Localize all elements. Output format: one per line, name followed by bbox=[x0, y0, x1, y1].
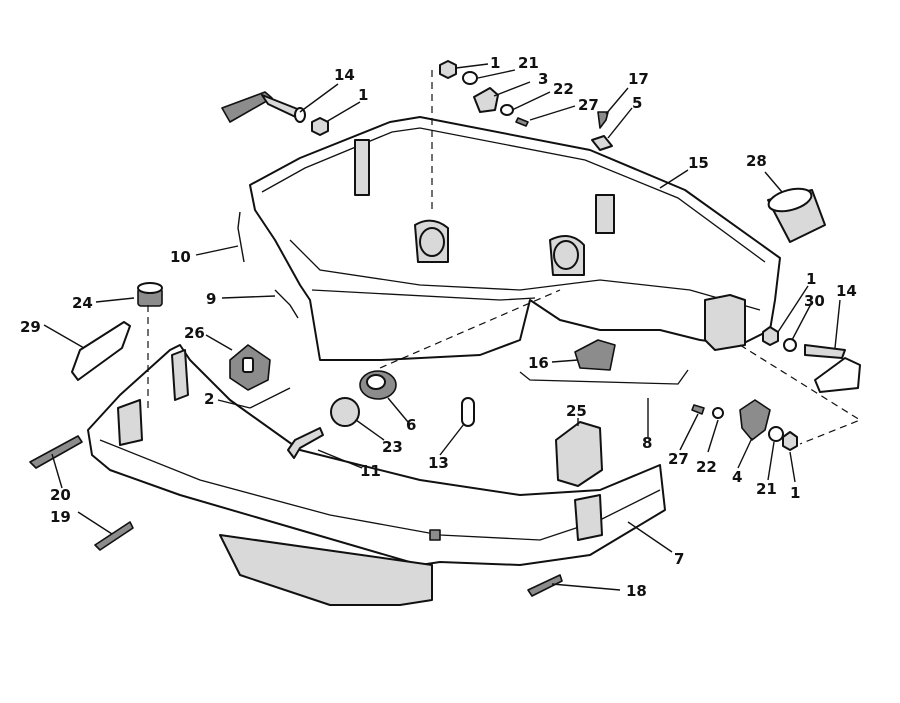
callout-21a: 21 bbox=[518, 54, 539, 72]
callout-1d: 1 bbox=[790, 484, 800, 502]
latch-25 bbox=[555, 421, 603, 487]
screw-27a bbox=[515, 117, 529, 127]
callout-3: 3 bbox=[538, 70, 548, 88]
bracket-5 bbox=[591, 135, 613, 151]
grommet-26 bbox=[229, 344, 271, 391]
washer-22b bbox=[712, 407, 724, 419]
leader-lines bbox=[43, 63, 841, 591]
callout-14b: 14 bbox=[836, 282, 857, 300]
callout-1a: 1 bbox=[358, 86, 368, 104]
callout-1c: 1 bbox=[806, 270, 816, 288]
callout-25: 25 bbox=[566, 402, 587, 420]
rod-8 bbox=[519, 369, 689, 385]
callout-15: 15 bbox=[688, 154, 709, 172]
callout-16: 16 bbox=[528, 354, 549, 372]
callout-13: 13 bbox=[428, 454, 449, 472]
pad-16 bbox=[574, 339, 616, 371]
callout-28: 28 bbox=[746, 152, 767, 170]
lower-cowl bbox=[87, 344, 666, 606]
callout-27b: 27 bbox=[668, 450, 689, 468]
callout-1b: 1 bbox=[490, 54, 500, 72]
seal-10 bbox=[237, 211, 245, 263]
callout-21b: 21 bbox=[756, 480, 777, 498]
callout-29: 29 bbox=[20, 318, 41, 336]
callout-24: 24 bbox=[72, 294, 93, 312]
seal-9 bbox=[274, 289, 299, 319]
nut-1d bbox=[782, 431, 798, 451]
stud-11 bbox=[287, 427, 324, 459]
pin-2 bbox=[249, 387, 291, 409]
callout-4: 4 bbox=[732, 468, 742, 486]
alignment-lines bbox=[147, 70, 862, 445]
clip-3 bbox=[473, 87, 499, 113]
grommet-24 bbox=[137, 282, 163, 307]
callout-6: 6 bbox=[406, 416, 416, 434]
callout-labels: 14 1 1 21 3 22 27 17 5 15 28 10 9 24 29 … bbox=[20, 54, 857, 600]
washer-21a bbox=[462, 71, 478, 85]
callout-26: 26 bbox=[184, 324, 205, 342]
washer-21b bbox=[768, 426, 784, 442]
callout-11: 11 bbox=[360, 462, 381, 480]
bolt-19 bbox=[94, 521, 134, 551]
grommet-6 bbox=[359, 370, 397, 400]
washer-22a bbox=[500, 104, 514, 116]
handle-upper bbox=[221, 91, 306, 123]
washer-23 bbox=[330, 397, 360, 427]
callout-19: 19 bbox=[50, 508, 71, 526]
sleeve-28 bbox=[767, 187, 826, 243]
nut-1c bbox=[762, 326, 779, 346]
bracket-4 bbox=[739, 399, 771, 441]
nut-1b bbox=[439, 60, 457, 79]
callout-23: 23 bbox=[382, 438, 403, 456]
bolt-18 bbox=[527, 574, 563, 597]
handle-lower bbox=[804, 344, 861, 393]
callout-27a: 27 bbox=[578, 96, 599, 114]
upper-cowl-tray bbox=[249, 116, 781, 361]
plate-29 bbox=[71, 321, 131, 381]
callout-9: 9 bbox=[206, 290, 216, 308]
callout-22b: 22 bbox=[696, 458, 717, 476]
callout-20: 20 bbox=[50, 486, 71, 504]
washer-30 bbox=[783, 338, 797, 352]
callout-30: 30 bbox=[804, 292, 825, 310]
callout-5: 5 bbox=[632, 94, 642, 112]
nut-1a bbox=[311, 117, 329, 136]
bolt-20 bbox=[29, 435, 83, 469]
screw-27b bbox=[691, 404, 705, 415]
clip-13 bbox=[461, 397, 475, 427]
callout-18: 18 bbox=[626, 582, 647, 600]
callout-22a: 22 bbox=[553, 80, 574, 98]
callout-17: 17 bbox=[628, 70, 649, 88]
callout-10: 10 bbox=[170, 248, 191, 266]
callout-14a: 14 bbox=[334, 66, 355, 84]
screw-17 bbox=[597, 111, 609, 129]
callout-7: 7 bbox=[674, 550, 684, 568]
callout-8: 8 bbox=[642, 434, 652, 452]
callout-2: 2 bbox=[204, 390, 214, 408]
